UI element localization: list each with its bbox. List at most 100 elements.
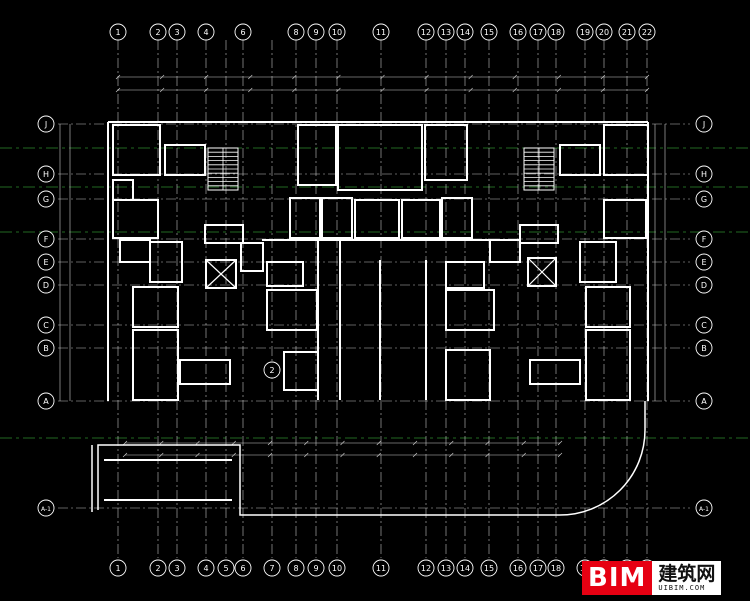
bubble-circle <box>695 499 713 517</box>
bubble-label: 21 <box>622 28 632 37</box>
bubble-circle <box>307 559 325 577</box>
bottom-axis-bubble: 11 <box>372 559 390 577</box>
dim-tick <box>376 440 381 446</box>
right-axis-bubble: B <box>695 339 713 357</box>
dim-tick <box>304 440 309 446</box>
dim-tick <box>248 74 253 80</box>
top-axis-bubble: 6 <box>234 23 252 41</box>
dim-tick <box>115 74 121 80</box>
dim-tick <box>468 87 473 93</box>
bubble-label: 2 <box>269 366 274 375</box>
logo-url-text: UIBIM.COM <box>658 583 706 592</box>
elevator-right <box>527 257 557 287</box>
top-axis-bubble: 2 <box>149 23 167 41</box>
bubble-circle <box>695 115 713 133</box>
left-axis-bubble: C <box>37 316 55 334</box>
left-axis-bubble: G <box>37 190 55 208</box>
top-axis-bubble: 15 <box>480 23 498 41</box>
dim-tick <box>292 87 297 93</box>
dim-tick <box>449 440 454 446</box>
dim-tick <box>122 452 128 458</box>
elevator-cross <box>205 259 237 289</box>
bubble-circle <box>149 559 167 577</box>
wall-room <box>445 261 485 289</box>
bubble-circle <box>37 499 55 517</box>
bubble-label: G <box>701 195 707 204</box>
bubble-circle <box>37 190 55 208</box>
walls <box>91 121 649 516</box>
bubble-circle <box>307 23 325 41</box>
dim-tick <box>600 87 606 93</box>
bubble-label: 15 <box>484 28 494 37</box>
bubble-circle <box>37 165 55 183</box>
left-axis-bubble: B <box>37 339 55 357</box>
bubble-circle <box>263 559 281 577</box>
bubble-label: 14 <box>460 28 470 37</box>
bim-logo: BIM 建筑网 UIBIM.COM <box>582 561 744 595</box>
bottom-axis-bubble: 18 <box>547 559 565 577</box>
top-axis-bubble: 13 <box>437 23 455 41</box>
bubble-circle <box>168 23 186 41</box>
bubble-label: 3 <box>174 28 179 37</box>
bubble-circle <box>695 276 713 294</box>
bubble-circle <box>529 559 547 577</box>
dim-tick <box>340 452 345 458</box>
dim-tick <box>159 74 165 80</box>
dim-tick <box>556 87 562 93</box>
dim-tick <box>449 452 454 458</box>
bubble-label: 20 <box>599 28 609 37</box>
bubble-circle <box>234 23 252 41</box>
bubble-label: J <box>44 120 47 129</box>
top-axis-bubble: 4 <box>197 23 215 41</box>
bubble-circle <box>437 559 455 577</box>
dim-tick <box>292 74 297 80</box>
top-axis-bubble: 12 <box>417 23 435 41</box>
dim-tick <box>521 440 526 446</box>
room-tag-bubble: 2 <box>263 361 281 379</box>
bubble-label: 11 <box>376 28 386 37</box>
bubble-label: 16 <box>513 564 523 573</box>
dim-tick <box>557 440 563 446</box>
wall-room <box>603 124 649 176</box>
bubble-circle <box>417 559 435 577</box>
bubble-label: 22 <box>642 28 652 37</box>
right-axis-bubble: A <box>695 392 713 410</box>
bubble-label: 5 <box>223 564 228 573</box>
dim-tick <box>512 87 517 93</box>
bubble-circle <box>695 253 713 271</box>
wall-room <box>112 179 134 201</box>
dim-tick <box>485 452 490 458</box>
bubble-label: 10 <box>332 28 342 37</box>
right-axis-bubble: A-1 <box>695 499 713 517</box>
wall-room <box>119 239 151 263</box>
dim-tick <box>336 74 341 80</box>
top-axis-bubble: 17 <box>529 23 547 41</box>
right-axis-bubble: C <box>695 316 713 334</box>
dim-tick <box>115 87 121 93</box>
wall-room <box>354 199 400 239</box>
right-axis-bubble: J <box>695 115 713 133</box>
dim-tick <box>203 74 209 80</box>
bubble-label: A <box>43 397 49 406</box>
bubble-circle <box>234 559 252 577</box>
bubble-label: 9 <box>313 564 318 573</box>
right-axis-bubble: D <box>695 276 713 294</box>
elevator-left <box>205 259 237 289</box>
wall-room <box>445 349 491 401</box>
top-axis-bubble: 8 <box>287 23 305 41</box>
bubble-circle <box>168 559 186 577</box>
bubble-label: 15 <box>484 564 494 573</box>
bubble-label: 13 <box>441 564 451 573</box>
top-axis-bubble: 9 <box>307 23 325 41</box>
bubble-label: A-1 <box>699 506 709 513</box>
dim-tick <box>556 74 562 80</box>
left-axis-bubble: D <box>37 276 55 294</box>
dim-tick <box>231 452 236 458</box>
wall-room <box>132 286 179 328</box>
bubble-label: 7 <box>269 564 274 573</box>
dim-tick <box>376 452 381 458</box>
dim-tick <box>644 87 650 93</box>
bubble-label: 2 <box>155 564 160 573</box>
